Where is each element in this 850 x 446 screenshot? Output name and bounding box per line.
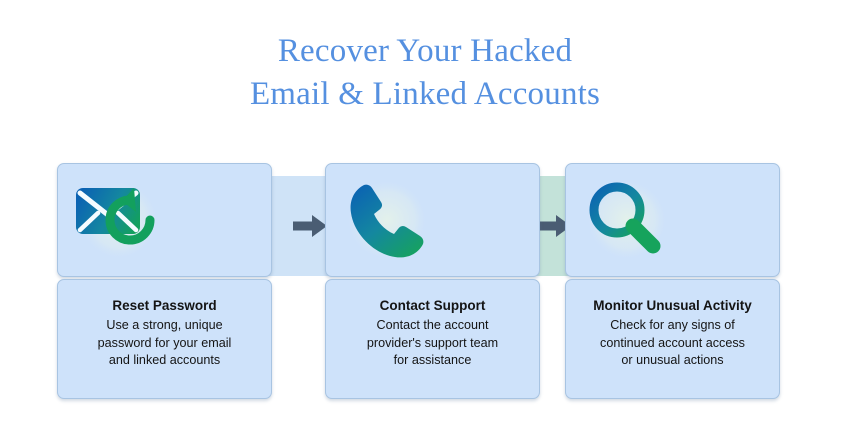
step-1-body-line-2: password for your email (97, 335, 232, 350)
step-2-body: Contact the account provider's support t… (334, 317, 531, 370)
page-title-line-1: Recover Your Hacked (277, 33, 573, 69)
step-2-body-line-1: Contact the account (376, 318, 489, 332)
step-card-contact-support[interactable]: Contact Support Contact the account prov… (325, 163, 540, 399)
step-3-icon-panel (565, 163, 780, 277)
step-2-icon-panel (325, 163, 540, 277)
step-2-body-line-2: provider's support team (366, 335, 499, 350)
step-3-body-line-3: or unusual actions (621, 353, 724, 367)
step-2-text-panel: Contact Support Contact the account prov… (325, 279, 540, 399)
arrow-step-2-to-3-icon (537, 215, 571, 237)
step-1-body-line-3: and linked accounts (108, 353, 221, 367)
page-title-line-2: Email & Linked Accounts (249, 76, 601, 112)
steps-row: Reset Password Use a strong, unique pass… (57, 163, 780, 399)
step-3-text-panel: Monitor Unusual Activity Check for any s… (565, 279, 780, 399)
step-1-heading: Reset Password (112, 298, 217, 313)
step-3-heading: Monitor Unusual Activity (593, 298, 752, 313)
step-1-body-line-1: Use a strong, unique (106, 318, 223, 332)
step-2-heading: Contact Support (379, 298, 486, 313)
step-1-body: Use a strong, unique password for your e… (66, 317, 263, 370)
envelope-reset-icon (66, 168, 172, 274)
step-3-body-line-2: continued account access (600, 335, 745, 350)
step-card-monitor-activity[interactable]: Monitor Unusual Activity Check for any s… (565, 163, 780, 399)
phone-handset-icon (334, 168, 440, 274)
step-1-text-panel: Reset Password Use a strong, unique pass… (57, 279, 272, 399)
step-card-reset-password[interactable]: Reset Password Use a strong, unique pass… (57, 163, 272, 399)
arrow-step-1-to-2-icon (293, 215, 327, 237)
step-2-body-line-3: for assistance (393, 353, 472, 367)
step-3-body: Check for any signs of continued account… (574, 317, 771, 370)
page-title: Recover Your Hacked Email & Linked Accou… (0, 30, 850, 116)
magnifying-glass-icon (574, 168, 680, 274)
step-1-icon-panel (57, 163, 272, 277)
step-3-body-line-1: Check for any signs of (610, 318, 735, 332)
